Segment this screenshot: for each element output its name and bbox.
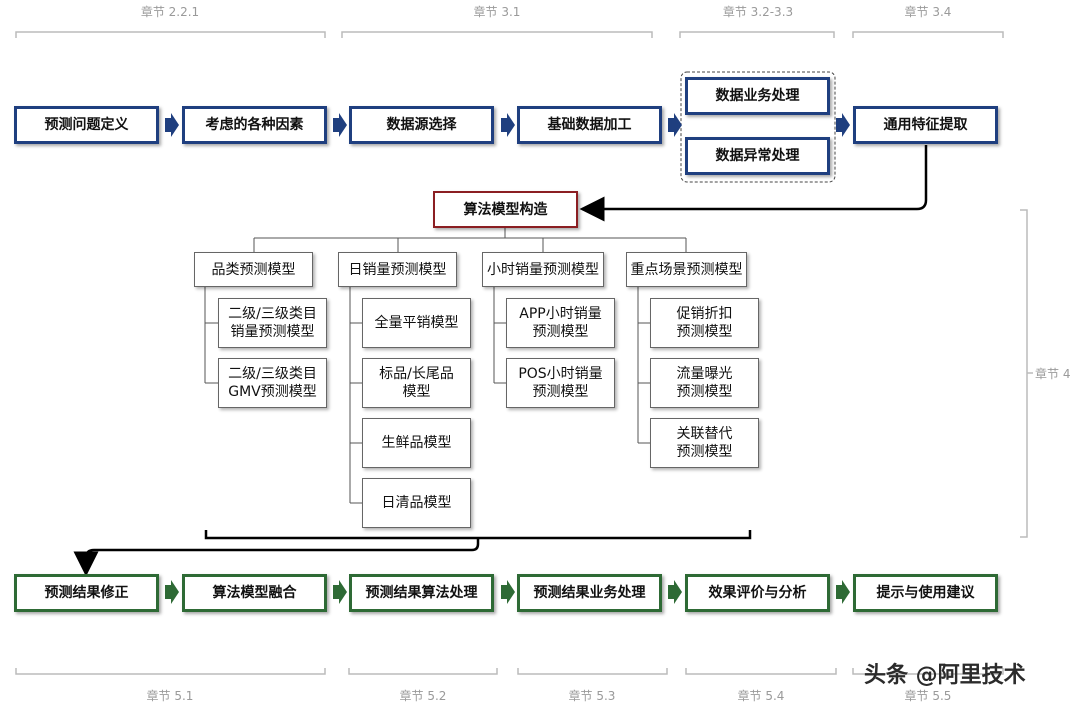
- step-evaluation: 效果评价与分析: [685, 574, 830, 612]
- submodel-longtail: 标品/长尾品 模型: [362, 358, 471, 408]
- center-model-construction: 算法模型构造: [433, 191, 578, 228]
- flow-arrow-bottom-2: [333, 580, 347, 604]
- bracket-right: [1020, 209, 1033, 538]
- chapter-label-top-2: 章节 3.1: [473, 5, 521, 19]
- bracket-bottom-5: [852, 668, 1004, 675]
- bracket-bottom-1: [15, 668, 326, 675]
- spine-4: [637, 287, 650, 444]
- bottom-flow-arrows: [165, 580, 850, 604]
- flow-arrow-bottom-1: [165, 580, 179, 604]
- submodel-fresh: 生鲜品模型: [362, 418, 471, 468]
- submodel-substitution: 关联替代 预测模型: [650, 418, 759, 468]
- flow-arrow-top-5: [836, 113, 850, 137]
- bracket-top-1: [15, 31, 326, 38]
- step-factors: 考虑的各种因素: [182, 106, 327, 144]
- models-bracket: [204, 530, 752, 540]
- watermark: 头条 @阿里技术: [864, 663, 1026, 688]
- flow-arrow-top-2: [333, 113, 347, 137]
- step-data-source: 数据源选择: [349, 106, 494, 144]
- flow-arrow-bottom-5: [836, 580, 850, 604]
- spine-1: [204, 287, 218, 384]
- chapter-label-top-1: 章节 2.2.1: [140, 5, 200, 19]
- step-feature-extraction: 通用特征提取: [853, 106, 998, 144]
- submodel-app-hourly: APP小时销量 预测模型: [506, 298, 615, 348]
- chapter-label-top-4: 章节 3.4: [904, 5, 952, 19]
- bracket-top-3: [679, 31, 835, 38]
- step-model-fusion: 算法模型融合: [182, 574, 327, 612]
- chapter-label-bottom-4: 章节 5.4: [737, 689, 785, 703]
- bracket-bottom-2: [348, 668, 498, 675]
- step-anomaly-processing: 数据异常处理: [685, 137, 830, 175]
- step-result-correction: 预测结果修正: [14, 574, 159, 612]
- model-category-4: 重点场景预测模型: [626, 252, 747, 287]
- spine-2: [349, 287, 362, 504]
- chapter-label-bottom-5: 章节 5.5: [904, 689, 952, 703]
- model-category-1: 品类预测模型: [194, 252, 313, 287]
- submodel-daily-clear: 日清品模型: [362, 478, 471, 528]
- chapter-label-right: 章节 4: [1035, 367, 1071, 381]
- flow-arrow-bottom-3: [501, 580, 515, 604]
- flow-arrow-top-3: [501, 113, 515, 137]
- model-category-2: 日销量预测模型: [338, 252, 457, 287]
- submodel-category-gmv: 二级/三级类目 GMV预测模型: [218, 358, 327, 408]
- chapter-label-bottom-1: 章节 5.1: [146, 689, 194, 703]
- step-business-processing: 数据业务处理: [685, 77, 830, 115]
- spine-3: [493, 287, 506, 384]
- step-result-business-processing: 预测结果业务处理: [517, 574, 662, 612]
- flow-arrow-bottom-4: [668, 580, 682, 604]
- tree-connectors: [204, 228, 687, 504]
- step-result-algo-processing: 预测结果算法处理: [349, 574, 494, 612]
- submodel-traffic: 流量曝光 预测模型: [650, 358, 759, 408]
- submodel-pos-hourly: POS小时销量 预测模型: [506, 358, 615, 408]
- model-category-3: 小时销量预测模型: [482, 252, 604, 287]
- feature-to-center-arrow: [579, 145, 928, 222]
- chapter-label-bottom-3: 章节 5.3: [568, 689, 616, 703]
- chapter-label-top-3: 章节 3.2-3.3: [722, 5, 794, 19]
- submodel-full-flat: 全量平销模型: [362, 298, 471, 348]
- step-problem-definition: 预测问题定义: [14, 106, 159, 144]
- bracket-bottom-4: [685, 668, 837, 675]
- processing-group-border: [680, 71, 836, 183]
- flow-arrow-top-1: [165, 113, 179, 137]
- submodel-promotion: 促销折扣 预测模型: [650, 298, 759, 348]
- bracket-top-4: [852, 31, 1004, 38]
- step-usage-advice: 提示与使用建议: [853, 574, 998, 612]
- top-flow-arrows: [165, 113, 850, 137]
- bracket-bottom-3: [517, 668, 668, 675]
- bracket-to-bottom-arrow: [73, 538, 480, 577]
- flow-arrow-top-4: [668, 113, 682, 137]
- step-data-processing: 基础数据加工: [517, 106, 662, 144]
- submodel-category-sales: 二级/三级类目 销量预测模型: [218, 298, 327, 348]
- bracket-top-2: [341, 31, 653, 38]
- chapter-label-bottom-2: 章节 5.2: [399, 689, 447, 703]
